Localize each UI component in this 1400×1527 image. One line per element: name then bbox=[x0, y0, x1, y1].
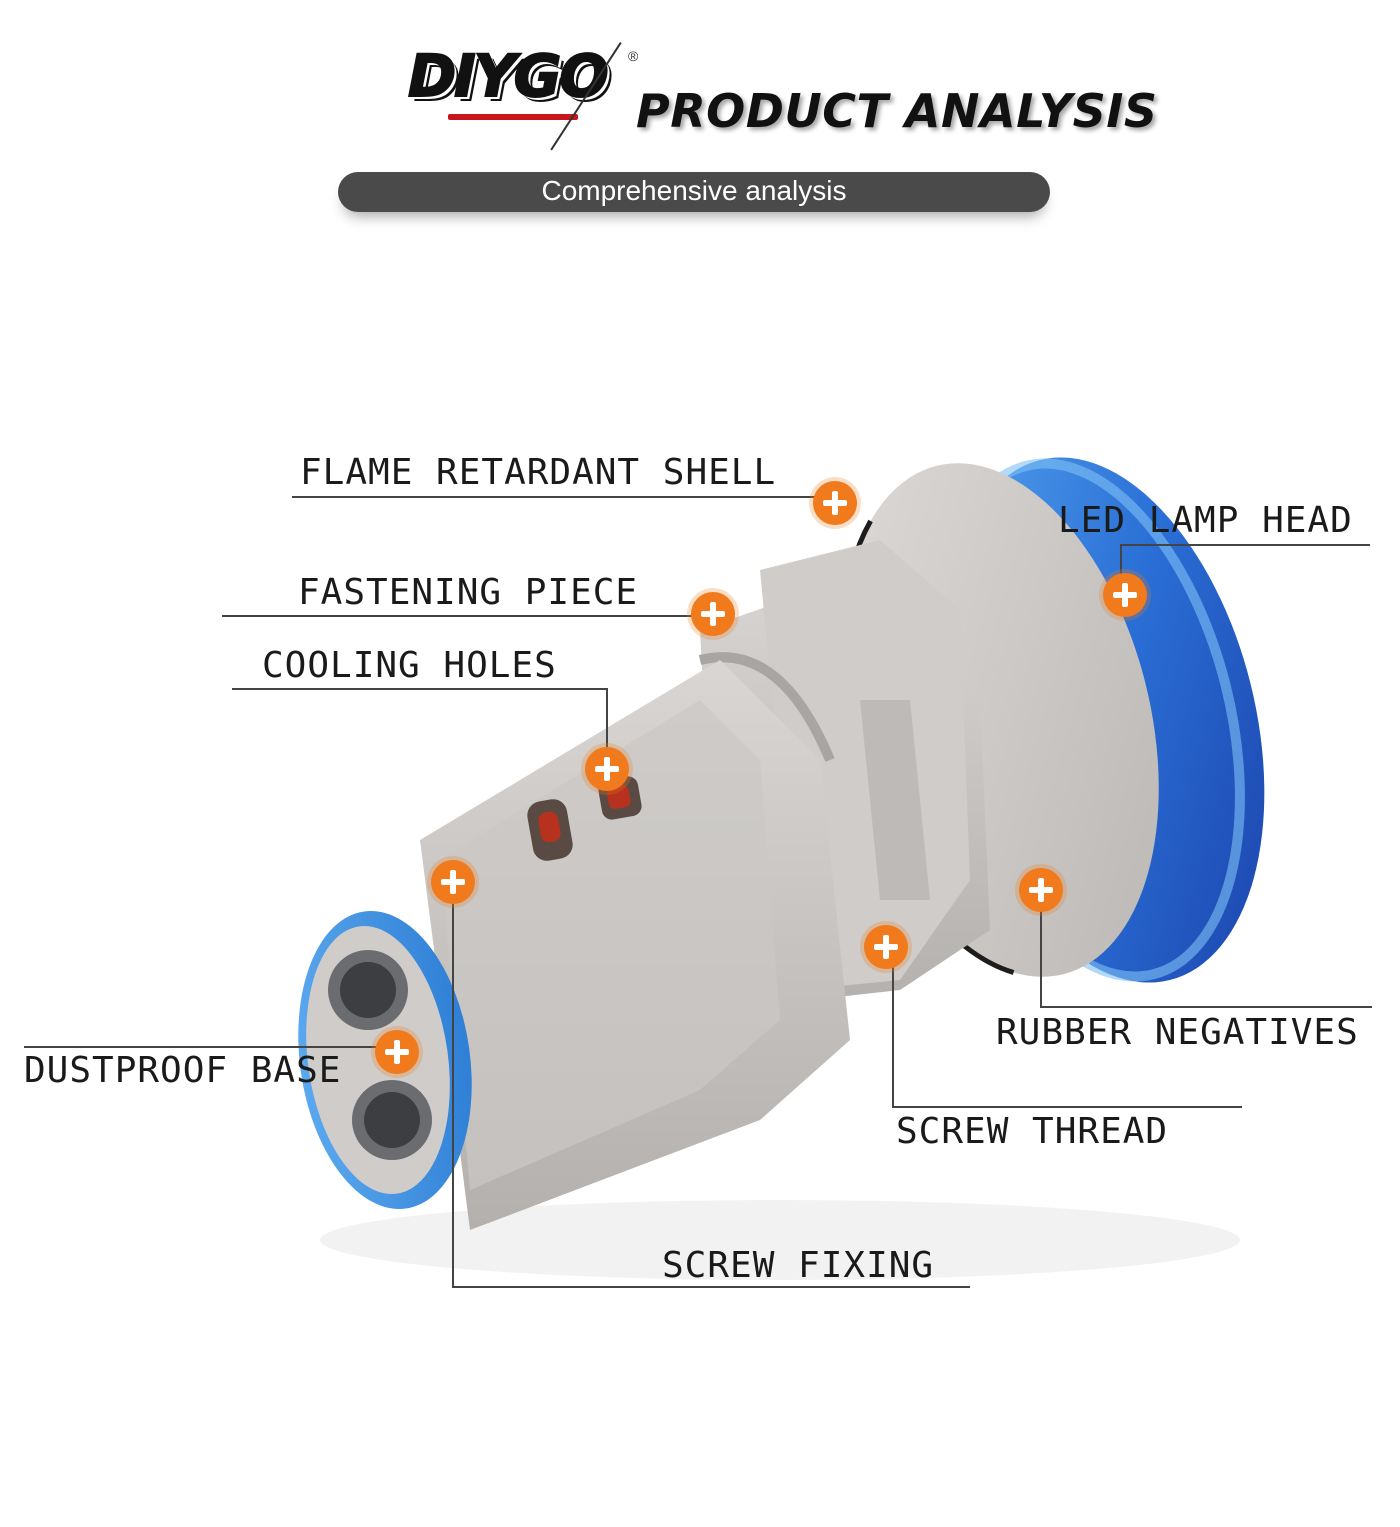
product-shadow bbox=[320, 1200, 1240, 1280]
plus-icon-cooling bbox=[585, 747, 629, 791]
leader-fixing-v bbox=[452, 882, 454, 1288]
leader-thread-v bbox=[892, 948, 894, 1108]
page-title: PRODUCT ANALYSIS bbox=[636, 84, 1158, 138]
leader-rubber-v bbox=[1040, 890, 1042, 1008]
subtitle-pill: Comprehensive analysis bbox=[338, 172, 1050, 212]
plus-icon-led-lamp bbox=[1103, 573, 1147, 617]
leader-flame-shell-h bbox=[292, 496, 822, 498]
label-rubber-negatives: RUBBER NEGATIVES bbox=[996, 1012, 1359, 1053]
plus-icon-dustproof bbox=[375, 1030, 419, 1074]
leader-led-lamp-v bbox=[1120, 544, 1122, 594]
plus-icon-screw-fixing bbox=[431, 860, 475, 904]
label-cooling-holes: COOLING HOLES bbox=[262, 645, 557, 686]
leader-led-lamp-h bbox=[1120, 544, 1370, 546]
plus-icon-flame-shell bbox=[813, 481, 857, 525]
plus-icon-thread bbox=[864, 925, 908, 969]
subtitle-text: Comprehensive analysis bbox=[541, 175, 847, 206]
plus-icon-rubber bbox=[1019, 868, 1063, 912]
label-dustproof-base: DUSTPROOF BASE bbox=[24, 1050, 342, 1091]
registered-mark: ® bbox=[628, 48, 639, 64]
plus-icon-fastening bbox=[691, 592, 735, 636]
label-screw-thread: SCREW THREAD bbox=[896, 1111, 1169, 1152]
label-led-lamp-head: LED LAMP HEAD bbox=[1058, 500, 1353, 541]
header: DIYGO ® PRODUCT ANALYSIS Comprehensive a… bbox=[0, 0, 1400, 240]
leader-dustproof-h bbox=[24, 1046, 398, 1048]
label-screw-fixing: SCREW FIXING bbox=[662, 1245, 935, 1286]
leader-cooling-h bbox=[232, 688, 608, 690]
label-flame-retardant-shell: FLAME RETARDANT SHELL bbox=[300, 452, 777, 493]
logo-text: DIYGO bbox=[407, 41, 610, 111]
leader-rubber-h bbox=[1040, 1006, 1372, 1008]
logo-underline bbox=[448, 114, 578, 120]
diygo-logo: DIYGO ® bbox=[407, 41, 648, 132]
leader-cooling-v bbox=[606, 688, 608, 770]
leader-fixing-h bbox=[452, 1286, 970, 1288]
label-fastening-piece: FASTENING PIECE bbox=[298, 572, 639, 613]
leader-fastening-h bbox=[222, 615, 712, 617]
body-shape bbox=[420, 660, 850, 1230]
leader-thread-h bbox=[892, 1106, 1242, 1108]
